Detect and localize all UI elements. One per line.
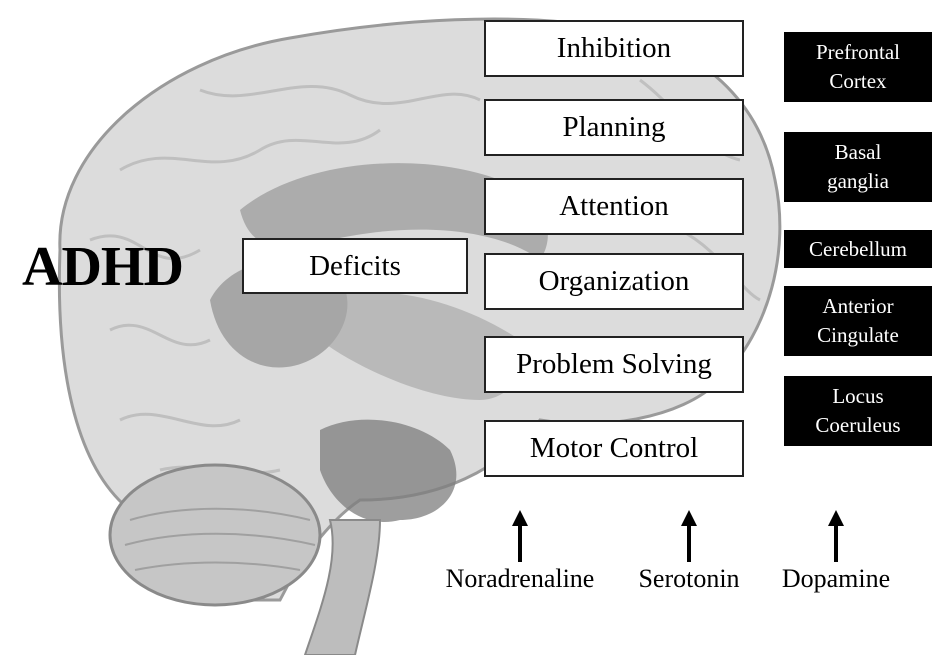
cingulate-region — [240, 163, 548, 260]
function-box-problem-solving: Problem Solving — [484, 336, 744, 393]
brainstem-region — [320, 419, 457, 522]
deficits-label: Deficits — [309, 249, 401, 282]
region-label-line1: Locus — [832, 384, 884, 408]
function-label: Organization — [538, 265, 690, 297]
neurotransmitter-label: Noradrenaline — [445, 564, 595, 593]
up-arrow-icon — [681, 510, 697, 562]
function-label: Motor Control — [529, 432, 699, 464]
neurotransmitter-label: Serotonin — [638, 564, 740, 593]
up-arrow-icon — [828, 510, 844, 562]
region-label-line1: Basal — [834, 140, 882, 164]
region-box-basal-ganglia: Basal ganglia — [784, 132, 932, 202]
region-label-line1: Prefrontal — [816, 40, 900, 64]
function-label: Planning — [562, 111, 666, 143]
function-box-organization: Organization — [484, 253, 744, 310]
neurotransmitter-noradrenaline: Noradrenaline — [430, 510, 610, 594]
up-arrow-icon — [512, 510, 528, 562]
region-label-line1: Anterior — [822, 294, 894, 318]
cerebellum-shape — [108, 463, 322, 607]
brainstem — [303, 519, 382, 655]
deficits-box: Deficits — [242, 238, 468, 294]
function-label: Problem Solving — [516, 348, 712, 380]
region-box-cerebellum: Cerebellum — [784, 230, 932, 268]
neurotransmitter-dopamine: Dopamine — [766, 510, 906, 594]
region-label-line1: Cerebellum — [809, 236, 907, 261]
region-label-line2: ganglia — [827, 169, 889, 193]
function-box-inhibition: Inhibition — [484, 20, 744, 77]
region-label-line2: Coeruleus — [815, 413, 901, 437]
function-box-planning: Planning — [484, 99, 744, 156]
region-label-line2: Cingulate — [817, 323, 899, 347]
thalamus-region — [320, 292, 523, 400]
region-label-line2: Cortex — [829, 69, 887, 93]
diagram-title: ADHD — [22, 236, 184, 298]
function-label: Attention — [559, 190, 669, 222]
neurotransmitter-serotonin: Serotonin — [624, 510, 754, 594]
function-box-motor-control: Motor Control — [484, 420, 744, 477]
function-box-attention: Attention — [484, 178, 744, 235]
neurotransmitter-label: Dopamine — [781, 564, 891, 593]
function-label: Inhibition — [556, 32, 672, 64]
